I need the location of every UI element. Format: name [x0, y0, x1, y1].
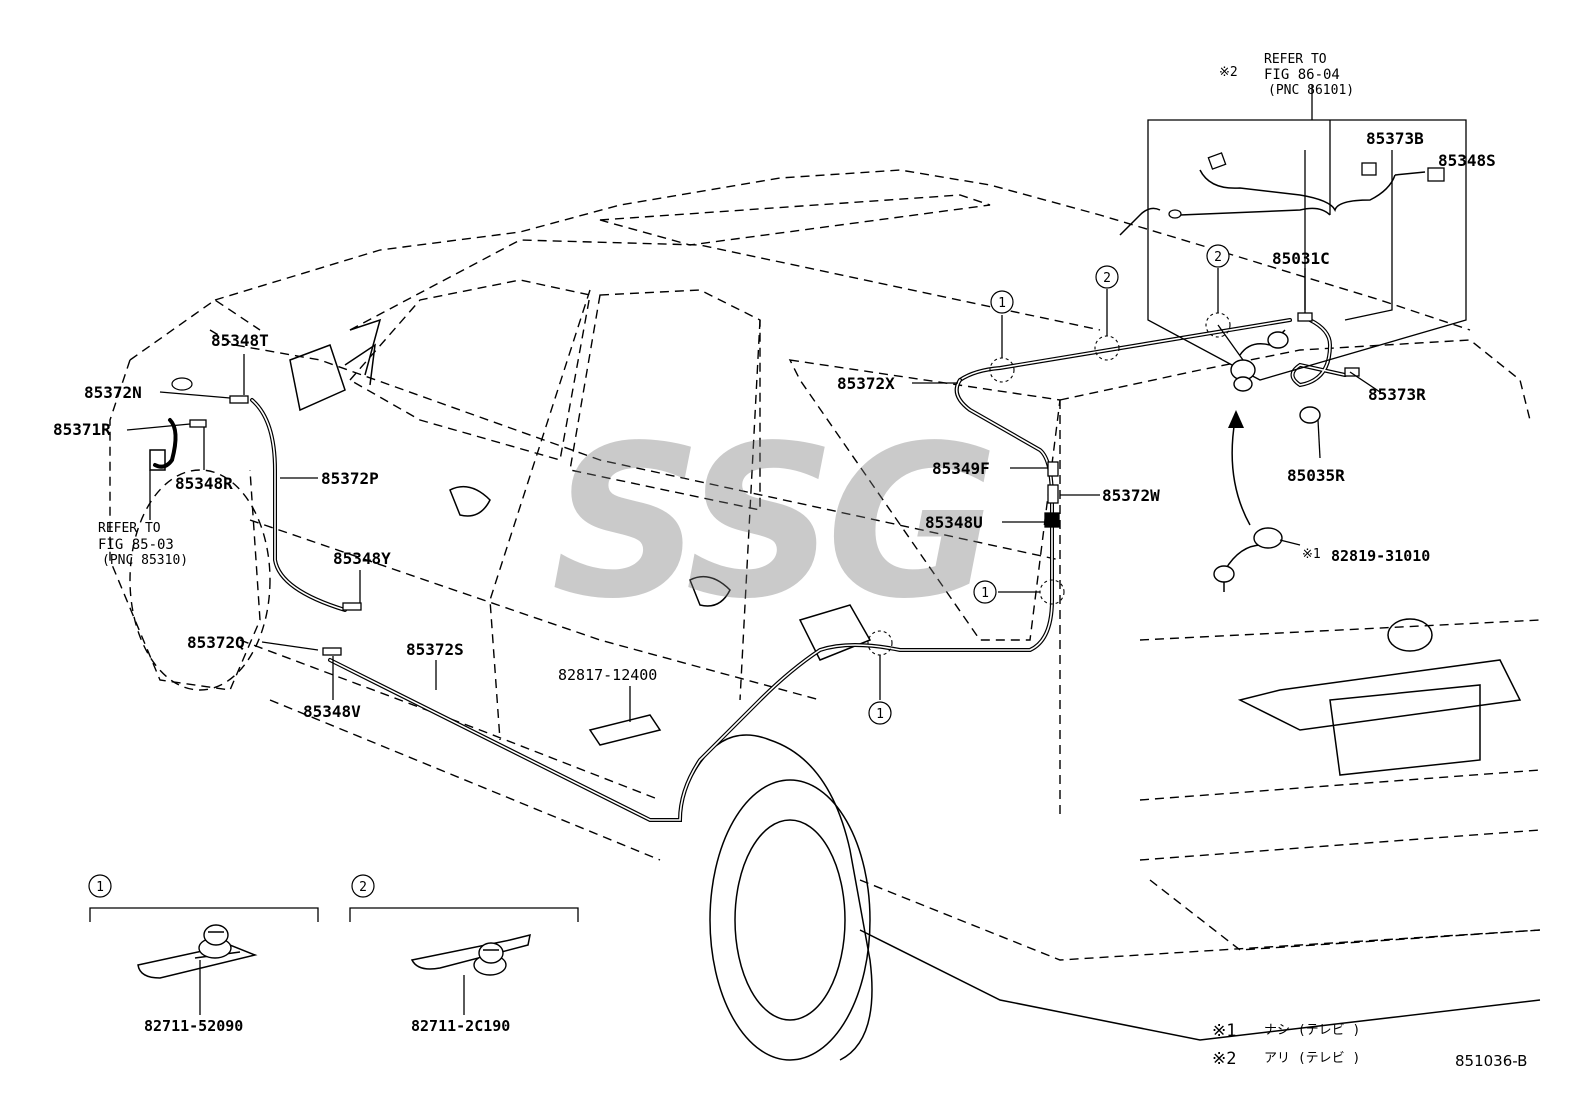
svg-text:1: 1	[998, 296, 1006, 311]
svg-text:REFER TO: REFER TO	[98, 521, 161, 536]
svg-text:※1: ※1	[1212, 1021, 1236, 1041]
svg-text:82711-2C190: 82711-2C190	[411, 1017, 510, 1035]
svg-text:アリ (テレビ ): アリ (テレビ )	[1264, 1051, 1360, 1066]
label-82817-12400: 82817-12400	[558, 666, 657, 684]
tv-antenna-inset	[1119, 85, 1467, 381]
leader-lines	[126, 268, 1381, 722]
label-85373R: 85373R	[1368, 385, 1426, 404]
label-82819-31010: 82819-31010	[1331, 547, 1430, 565]
callout-2-roof-b: 2	[1206, 244, 1230, 268]
label-85035R: 85035R	[1287, 466, 1345, 485]
svg-text:2: 2	[359, 880, 367, 895]
label-85372W: 85372W	[1102, 486, 1160, 505]
detail-1-clip: 1 82711-52090	[88, 874, 319, 1035]
svg-text:※2: ※2	[1219, 65, 1238, 80]
callout-1-pillar: 1	[973, 580, 997, 604]
label-85372X: 85372X	[837, 374, 895, 393]
label-85349F: 85349F	[932, 459, 990, 478]
diagram-code: 851036-B	[1455, 1052, 1527, 1070]
antenna-amplifier	[1213, 312, 1360, 592]
car-body-outline	[109, 169, 1541, 1061]
svg-text:(PNC 85310): (PNC 85310)	[102, 553, 188, 568]
callout-2-roof-a: 2	[1095, 265, 1119, 289]
label-85372N: 85372N	[84, 383, 142, 402]
svg-text:(PNC 86101): (PNC 86101)	[1268, 83, 1354, 98]
label-85372Q: 85372Q	[187, 633, 245, 652]
label-85348T: 85348T	[211, 331, 269, 350]
svg-text:FIG 85-03: FIG 85-03	[98, 537, 174, 553]
detail-2-clip: 2 82711-2C190	[349, 874, 579, 1035]
refer-note-left: REFER TO FIG 85-03 (PNC 85310)	[98, 521, 188, 568]
svg-text:FIG 86-04: FIG 86-04	[1264, 67, 1340, 83]
svg-text:1: 1	[981, 586, 989, 601]
svg-text:2: 2	[1103, 271, 1111, 286]
label-85371R: 85371R	[53, 420, 111, 439]
svg-text:2: 2	[1214, 250, 1222, 265]
svg-text:※2: ※2	[1212, 1049, 1236, 1069]
svg-text:82711-52090: 82711-52090	[144, 1017, 243, 1035]
callout-1-side: 1	[868, 701, 892, 725]
label-85348U: 85348U	[925, 513, 983, 532]
svg-text:SSG: SSG	[551, 400, 990, 645]
svg-text:ナシ (テレビ ): ナシ (テレビ )	[1264, 1023, 1360, 1038]
connectors	[149, 377, 1060, 656]
label-85372P: 85372P	[321, 469, 379, 488]
label-85348R: 85348R	[175, 474, 233, 493]
refer-note-top: ※2 REFER TO FIG 86-04 (PNC 86101)	[1219, 52, 1354, 98]
label-82819-mark: ※1	[1302, 547, 1321, 562]
antenna-cables	[153, 318, 1347, 822]
callout-circles: 1 2 2 1 1	[868, 244, 1230, 725]
legend: ※1 ナシ (テレビ ) ※2 アリ (テレビ )	[1212, 1021, 1360, 1069]
part-labels: 85373B 85348S 85031C 85373R 85035R ※1 82…	[53, 129, 1496, 721]
label-85031C: 85031C	[1272, 249, 1330, 268]
svg-text:REFER TO: REFER TO	[1264, 52, 1327, 67]
label-85372S: 85372S	[406, 640, 464, 659]
label-85348S: 85348S	[1438, 151, 1496, 170]
label-85348Y: 85348Y	[333, 549, 391, 568]
label-85373B: 85373B	[1366, 129, 1424, 148]
callout-1-roof: 1	[990, 290, 1014, 314]
svg-text:1: 1	[876, 707, 884, 722]
watermark: SSG	[551, 400, 1000, 645]
label-85348V: 85348V	[303, 702, 361, 721]
svg-text:1: 1	[96, 880, 104, 895]
